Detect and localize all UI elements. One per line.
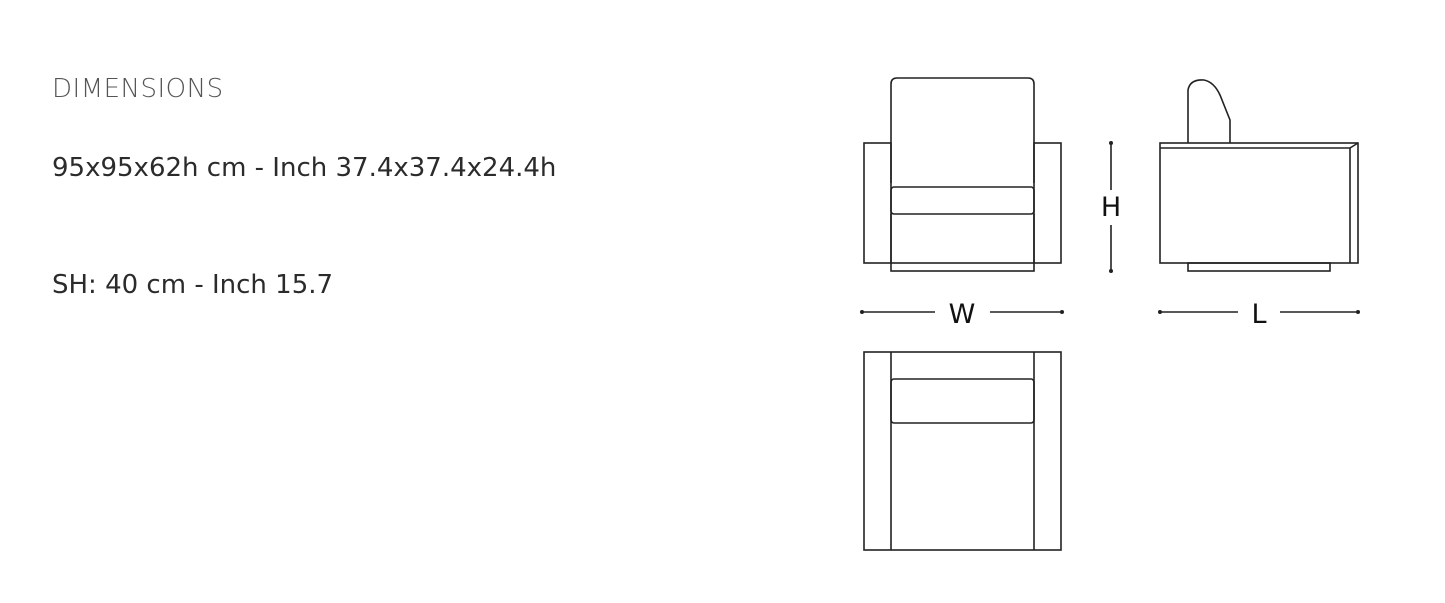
front-right-arm bbox=[1033, 142, 1062, 264]
side-body bbox=[1159, 142, 1359, 264]
width-dimension bbox=[860, 310, 1064, 314]
top-backrest bbox=[890, 378, 1035, 424]
front-left-arm bbox=[863, 142, 892, 264]
front-backrest bbox=[890, 77, 1035, 183]
side-backrest bbox=[1187, 79, 1231, 143]
side-plinth bbox=[1187, 262, 1331, 272]
length-label: L bbox=[1251, 299, 1266, 330]
seat-height: SH: 40 cm - Inch 15.7 bbox=[52, 270, 334, 300]
top-view bbox=[863, 351, 1062, 551]
side-bevel bbox=[1349, 142, 1359, 149]
length-arrow-left bbox=[1158, 310, 1162, 314]
overall-dimensions: 95x95x62h cm - Inch 37.4x37.4x24.4h bbox=[52, 153, 557, 183]
front-view bbox=[863, 77, 1062, 272]
width-arrow-right bbox=[1060, 310, 1064, 314]
front-seat-cushion bbox=[890, 186, 1035, 215]
height-dimension bbox=[1109, 141, 1113, 273]
length-dimension bbox=[1158, 310, 1360, 314]
height-arrow-bottom bbox=[1109, 269, 1113, 273]
width-label: W bbox=[949, 299, 976, 330]
width-arrow-left bbox=[860, 310, 864, 314]
side-view bbox=[1159, 79, 1359, 272]
section-title: DIMENSIONS bbox=[52, 74, 224, 104]
height-label: H bbox=[1101, 192, 1121, 223]
length-arrow-right bbox=[1356, 310, 1360, 314]
top-outline bbox=[863, 351, 1062, 551]
height-arrow-top bbox=[1109, 141, 1113, 145]
front-plinth bbox=[890, 262, 1035, 272]
